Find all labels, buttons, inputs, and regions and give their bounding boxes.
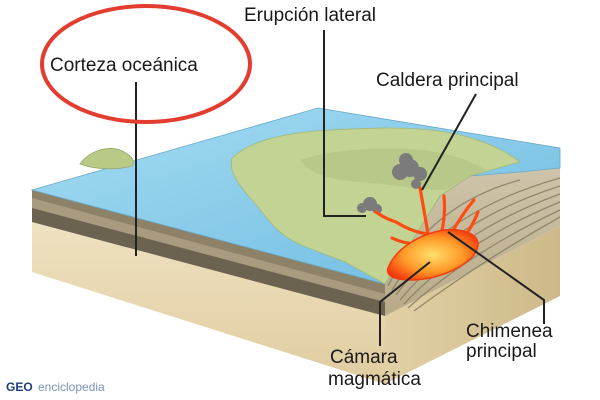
- leader-chimenea: [447, 231, 545, 324]
- label-chimenea-principal: principal: [466, 341, 537, 362]
- leader-caldera: [421, 93, 477, 191]
- magma-chamber: [387, 228, 479, 281]
- label-corteza-oceanica: Corteza oceánica: [50, 55, 198, 76]
- ash-plume-lateral: [357, 197, 382, 214]
- leader-erupcion: [323, 30, 366, 217]
- label-erupcion-lateral: Erupción lateral: [244, 5, 376, 26]
- crust-front-face: [32, 220, 385, 384]
- label-camara-magmatica: magmática: [328, 369, 421, 390]
- leader-lines: [135, 30, 545, 346]
- highlight-circle: [40, 4, 252, 124]
- leader-camara: [379, 261, 431, 346]
- watermark: GEO enciclopedia: [6, 380, 105, 394]
- light-rock-layer: [32, 190, 385, 294]
- watermark-brand: GEO: [6, 380, 33, 394]
- label-chimenea: Chimenea: [466, 321, 553, 342]
- crust-side-face: [385, 226, 560, 384]
- ash-plume-main: [392, 153, 427, 189]
- dark-rock-layer: [32, 206, 385, 316]
- islet: [79, 148, 134, 170]
- label-camara: Cámara: [330, 347, 398, 368]
- grey-rock-layer: [32, 196, 385, 302]
- label-caldera-principal: Caldera principal: [376, 70, 519, 91]
- watermark-site: enciclopedia: [38, 380, 105, 394]
